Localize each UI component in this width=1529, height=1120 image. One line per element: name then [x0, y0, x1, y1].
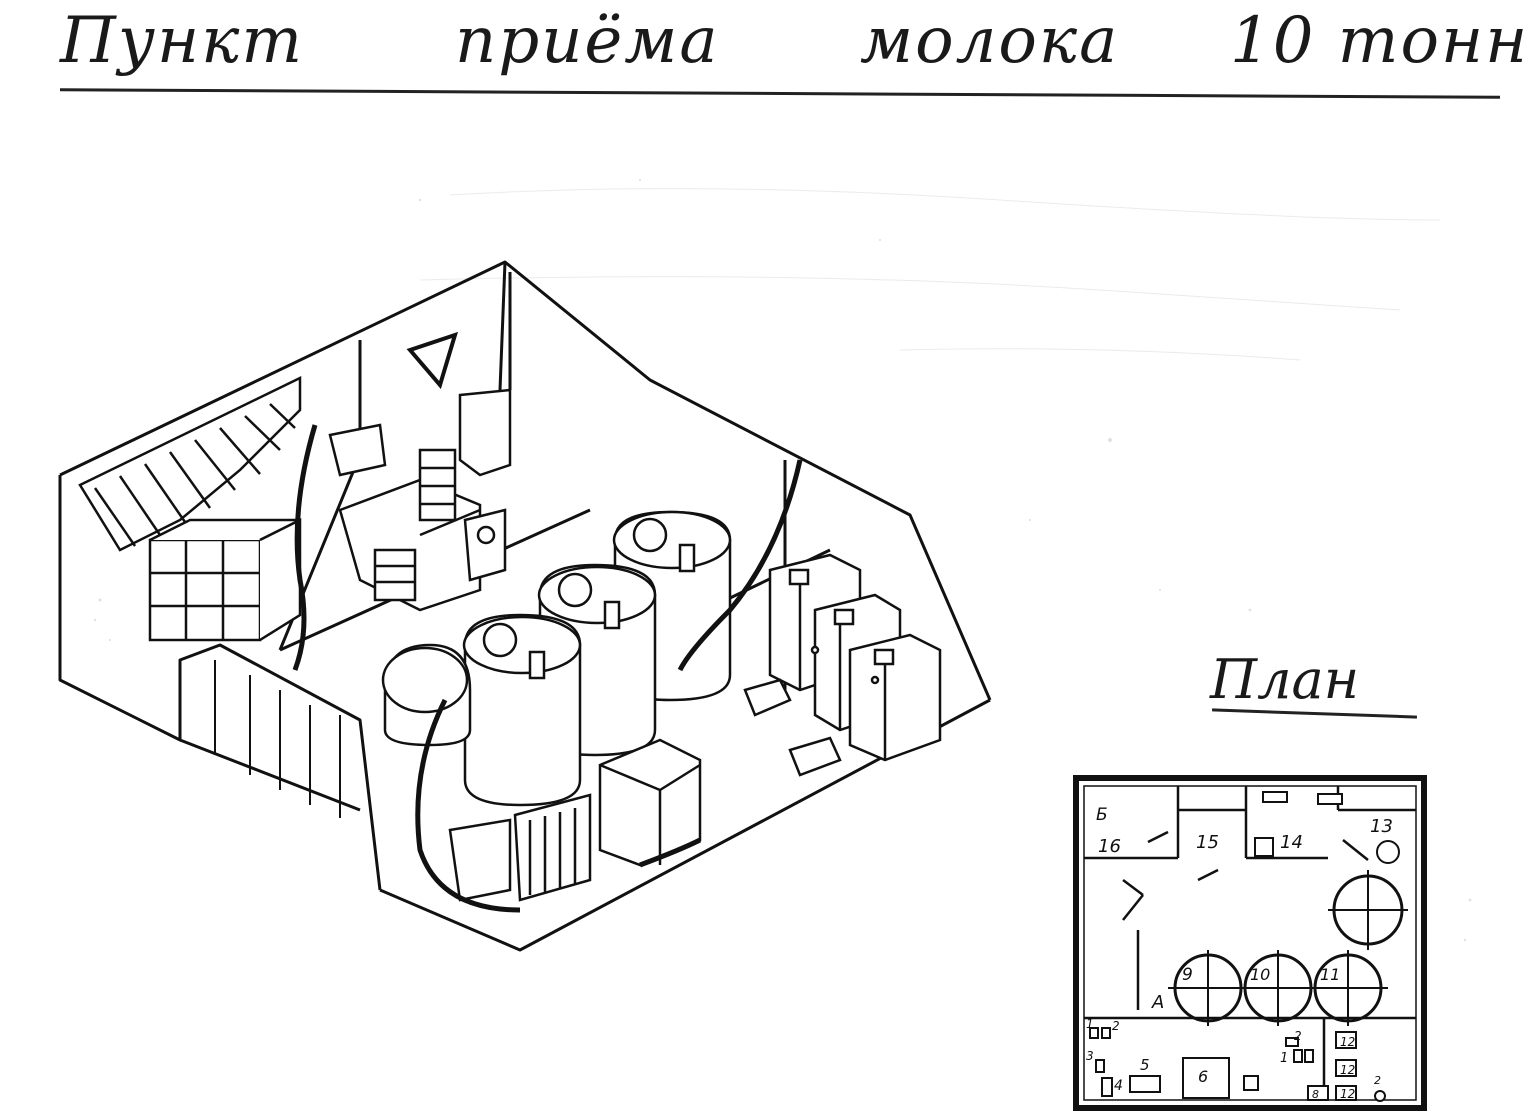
outer-wall-right — [379, 698, 991, 952]
lab-equipment — [448, 738, 702, 902]
plan-partitions — [1084, 786, 1416, 1100]
plan-outer-wall — [1073, 775, 1427, 1111]
plan-label: План — [1210, 648, 1360, 711]
plan-item-4: 4 — [1114, 1078, 1123, 1094]
isometric-drawing — [58, 260, 992, 952]
plan-item-12b: 12 — [1340, 1063, 1355, 1077]
plan-tank-10: 10 — [1250, 965, 1270, 984]
floor-plan: Б 16 15 14 13 9 10 11 А 1 2 3 4 5 6 1 2 … — [1073, 775, 1427, 1111]
plan-tanks — [1168, 950, 1388, 1026]
plan-item-6: 6 — [1198, 1067, 1208, 1086]
window-triangle — [406, 331, 459, 390]
plan-entry-a: А — [1151, 992, 1164, 1013]
plan-item-12c: 12 — [1340, 1087, 1355, 1101]
hatched-roof-section — [78, 376, 302, 552]
diagram-title: Пункт приёма молока 10 тонн — [60, 4, 1527, 94]
plan-item-1b: 1 — [1086, 1017, 1094, 1031]
plan-item-12a: 12 — [1340, 1035, 1355, 1049]
title-word-4: 10 тонн — [1230, 4, 1529, 78]
outer-wall-top — [59, 260, 992, 701]
front-wall-planks — [214, 660, 341, 818]
outer-wall-left — [58, 475, 382, 891]
plan-item-2c: 2 — [1374, 1074, 1381, 1087]
plan-item-1: 1 — [1280, 1051, 1288, 1066]
cooling-units — [743, 553, 942, 777]
title-word-3: молока — [860, 4, 1120, 78]
plan-item-8: 8 — [1312, 1088, 1319, 1101]
plan-equipment — [1089, 1027, 1386, 1102]
plan-item-2: 2 — [1294, 1029, 1302, 1043]
plan-intake-circle — [1328, 870, 1408, 950]
hoses — [292, 424, 803, 913]
plan-room-14: 14 — [1280, 832, 1303, 853]
plan-room-16: 16 — [1098, 836, 1121, 857]
plan-item-3: 3 — [1086, 1049, 1094, 1063]
plan-door-b: Б — [1096, 805, 1108, 825]
plan-item-2b: 2 — [1112, 1019, 1120, 1033]
plan-item-5: 5 — [1140, 1056, 1150, 1074]
inner-wall-front — [179, 738, 361, 812]
plan-tank-11: 11 — [1320, 965, 1340, 984]
plan-room-15: 15 — [1196, 832, 1219, 853]
title-word-1: Пункт — [60, 4, 304, 78]
plan-tank-9: 9 — [1182, 965, 1193, 985]
title-word-2: приёма — [455, 4, 720, 78]
crate-stack — [148, 517, 302, 642]
plan-room-13: 13 — [1370, 816, 1393, 837]
milk-tanks — [381, 510, 732, 807]
office-furniture — [328, 388, 512, 612]
